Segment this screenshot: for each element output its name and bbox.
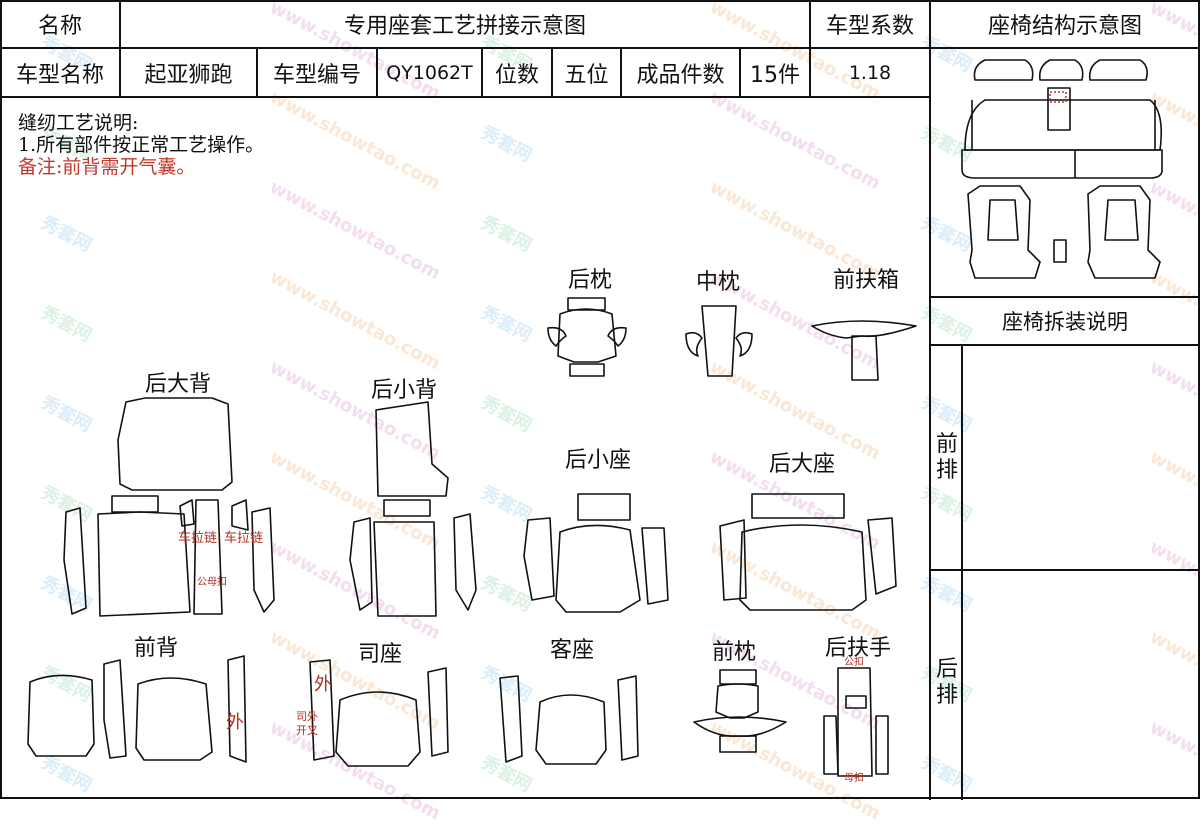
sewing-notes: 缝纫工艺说明: 1.所有部件按正常工艺操作。 备注:前背需开气囊。 <box>18 112 264 178</box>
front-back-pieces <box>27 655 247 763</box>
coef-label: 车型系数 <box>825 14 914 39</box>
rear-small-back-pieces <box>349 401 477 617</box>
gong-kou-note: 公扣 <box>844 657 864 668</box>
label-front-armbox: 前扶箱 <box>832 268 900 293</box>
model-code: QY1062T <box>386 61 473 84</box>
label-driver-seat: 司座 <box>357 642 403 667</box>
label-rear-small-back: 后小背 <box>370 378 438 403</box>
label-rear-headrest: 后枕 <box>567 268 613 293</box>
label-rear-big-back: 后大背 <box>144 372 212 397</box>
rear-headrest-pieces <box>547 297 627 377</box>
removal-title: 座椅拆装说明 <box>1002 310 1128 334</box>
notes-heading: 缝纫工艺说明: <box>18 112 139 134</box>
rear-big-seat-pieces <box>719 493 897 611</box>
structure-title: 座椅结构示意图 <box>987 14 1142 39</box>
label-mid-headrest: 中枕 <box>695 270 741 295</box>
notes-remark: 备注:前背需开气囊。 <box>18 156 196 178</box>
mu-kou-note: 母扣 <box>844 773 864 784</box>
label-passenger-seat: 客座 <box>549 638 595 663</box>
label-front-headrest: 前枕 <box>711 640 757 665</box>
pieces-label: 成品件数 <box>636 62 725 88</box>
model-code-label: 车型编号 <box>272 62 361 88</box>
front-row-label: 前排 <box>935 432 958 483</box>
table-grid <box>0 0 1200 800</box>
notes-line1: 1.所有部件按正常工艺操作。 <box>18 134 265 156</box>
name-label: 名称 <box>37 14 82 39</box>
front-armbox-pieces <box>811 320 917 381</box>
gong-mu-note: 公母扣 <box>197 577 227 588</box>
zipper-note-right: 车拉链 <box>224 531 264 546</box>
label-front-back: 前背 <box>133 636 179 661</box>
seats-label: 位数 <box>494 62 539 88</box>
model-name-label: 车型名称 <box>15 62 104 88</box>
label-rear-small-seat: 后小座 <box>564 448 632 473</box>
pieces-value: 15件 <box>750 62 800 88</box>
seat-structure-illustration <box>961 59 1163 279</box>
rear-row-label: 后排 <box>935 657 958 708</box>
wai-front-note: 外 <box>226 712 244 733</box>
driver-seat-pieces <box>309 659 449 767</box>
rear-big-back-pieces <box>63 397 275 617</box>
rear-armrest-pieces <box>823 667 889 777</box>
rear-small-seat-pieces <box>523 493 669 613</box>
label-rear-armrest: 后扶手 <box>824 636 892 661</box>
front-headrest-pieces <box>693 669 787 753</box>
driver-side-open-note: 司外开叉 <box>296 710 318 737</box>
coef-value: 1.18 <box>848 61 892 84</box>
zipper-note-left: 车拉链 <box>178 531 218 546</box>
seats-value: 五位 <box>564 62 609 88</box>
pattern-pieces <box>27 59 1163 777</box>
passenger-seat-pieces <box>499 675 639 765</box>
label-rear-big-seat: 后大座 <box>768 452 836 477</box>
page-title: 专用座套工艺拼接示意图 <box>343 14 586 39</box>
mid-headrest-pieces <box>685 305 753 377</box>
wai-driver-note: 外 <box>314 674 332 695</box>
model-name: 起亚狮跑 <box>144 62 233 88</box>
